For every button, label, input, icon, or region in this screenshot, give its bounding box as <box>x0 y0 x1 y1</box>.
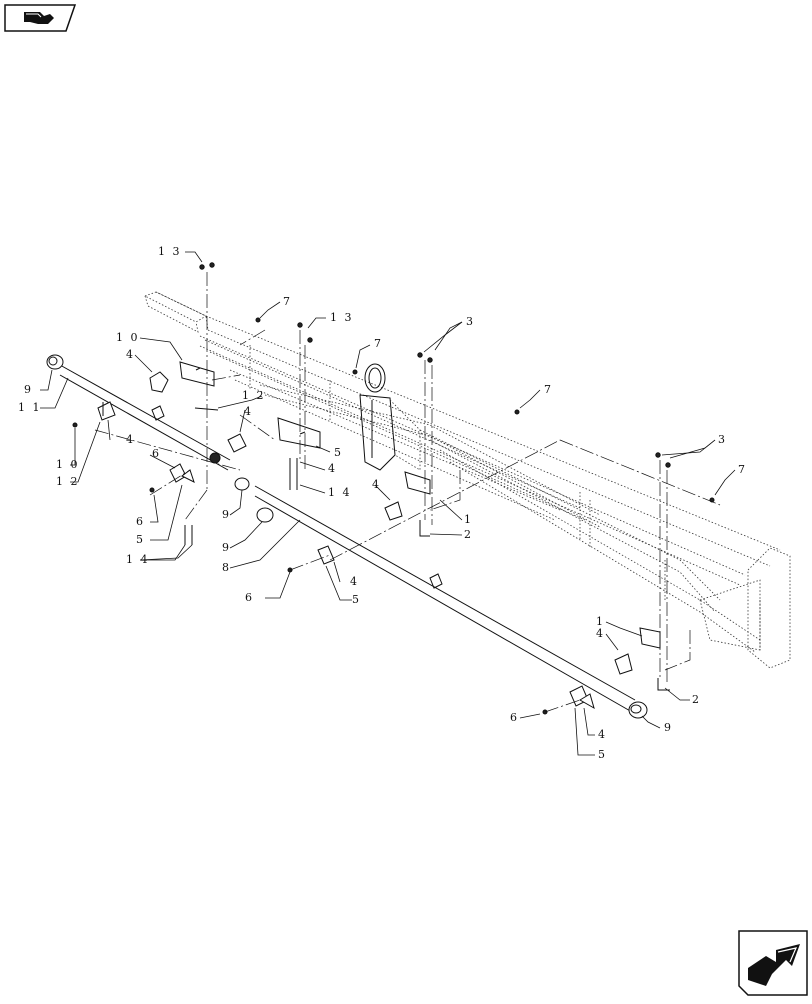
pipe-end-cap-left <box>46 354 64 370</box>
callout-c2a: 2 <box>464 528 473 541</box>
boom-frame <box>143 291 791 669</box>
callout-c10a: 1 0 <box>116 331 140 344</box>
callout-c5c: 5 <box>352 593 361 606</box>
callout-c3a: 3 <box>466 315 475 328</box>
callout-c6a: 6 <box>152 447 161 460</box>
leader-lines <box>40 251 736 756</box>
callout-c9a: 9 <box>24 383 33 396</box>
callout-c1a: 1 <box>464 513 473 526</box>
prev-page-hand-icon[interactable] <box>4 4 76 32</box>
callout-c9b: 9 <box>222 508 231 521</box>
pipe-main <box>234 477 648 719</box>
callout-c4c: 4 <box>126 433 135 446</box>
callout-c5b: 5 <box>136 533 145 546</box>
pipe-left <box>46 354 231 471</box>
callout-c8: 8 <box>222 561 231 574</box>
callout-c12b: 1 2 <box>56 475 80 488</box>
callout-c9c: 9 <box>222 541 231 554</box>
pipe-coupler-a <box>234 477 250 491</box>
center-lift-bracket <box>359 363 421 471</box>
center-lines <box>94 272 721 713</box>
clamps <box>97 361 670 710</box>
callout-c6c: 6 <box>245 591 254 604</box>
callout-c2b: 2 <box>692 693 701 706</box>
pipe-end-plug <box>209 452 221 464</box>
callout-c12a: 1 2 <box>242 389 266 402</box>
callout-c14b: 1 4 <box>126 553 150 566</box>
callout-c9d: 9 <box>664 721 673 734</box>
callout-c4d: 4 <box>328 462 337 475</box>
callout-c6b: 6 <box>136 515 145 528</box>
callout-c7c: 7 <box>544 383 553 396</box>
callout-c7d: 7 <box>738 463 747 476</box>
callout-c4e: 4 <box>372 478 381 491</box>
callout-c5d: 5 <box>598 748 607 761</box>
fasteners <box>72 262 715 715</box>
callout-c4f: 4 <box>350 575 359 588</box>
next-page-arrow-icon[interactable] <box>738 930 808 996</box>
callout-c10b: 1 0 <box>56 458 80 471</box>
callout-c4b: 4 <box>244 405 253 418</box>
callout-c13a: 1 3 <box>158 245 182 258</box>
callout-c4a: 4 <box>126 348 135 361</box>
callout-c14a: 1 4 <box>328 486 352 499</box>
pipe-coupler-b <box>256 507 274 523</box>
callout-c5a: 5 <box>334 446 343 459</box>
callout-c4h: 4 <box>598 728 607 741</box>
callout-c13b: 1 3 <box>330 311 354 324</box>
callout-c3b: 3 <box>718 433 727 446</box>
callout-c11: 1 1 <box>18 401 42 414</box>
pipe-end-cap-right <box>628 701 648 719</box>
callout-c7a: 7 <box>283 295 292 308</box>
callout-c1b: 1 <box>596 615 605 628</box>
callout-c7b: 7 <box>374 337 383 350</box>
callout-c4g: 4 <box>596 627 605 640</box>
callout-c6d: 6 <box>510 711 519 724</box>
